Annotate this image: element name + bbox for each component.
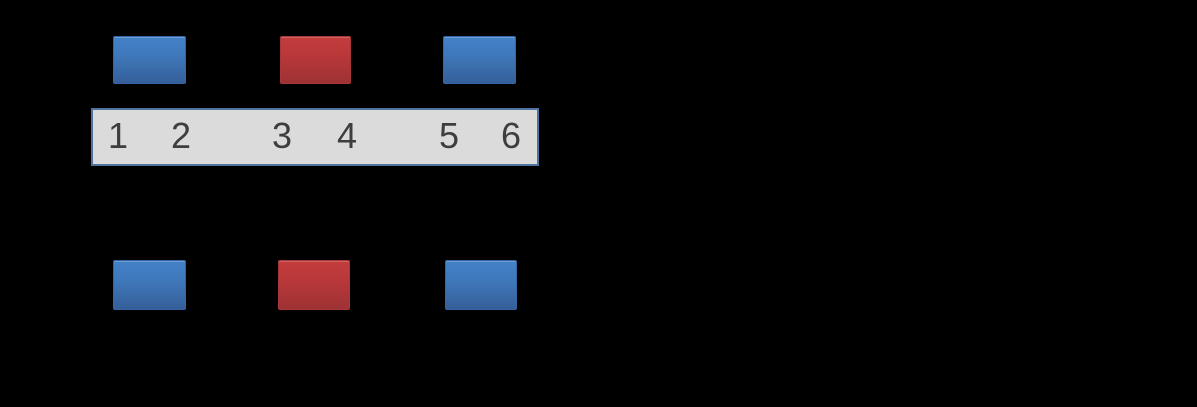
top-block-red (280, 36, 351, 84)
slot-label-3: 3 (271, 115, 293, 156)
bottom-block-blue-1 (113, 260, 186, 310)
slot-label-2: 2 (170, 115, 192, 156)
bottom-block-blue-2 (445, 260, 517, 310)
top-block-blue-2 (443, 36, 516, 84)
top-block-blue-1 (113, 36, 186, 84)
slot-label-1: 1 (107, 115, 129, 156)
slot-label-4: 4 (336, 115, 358, 156)
slot-strip: 1 2 3 4 5 6 (91, 108, 539, 166)
slot-label-6: 6 (500, 115, 522, 156)
slot-label-5: 5 (438, 115, 460, 156)
bottom-block-red (278, 260, 350, 310)
